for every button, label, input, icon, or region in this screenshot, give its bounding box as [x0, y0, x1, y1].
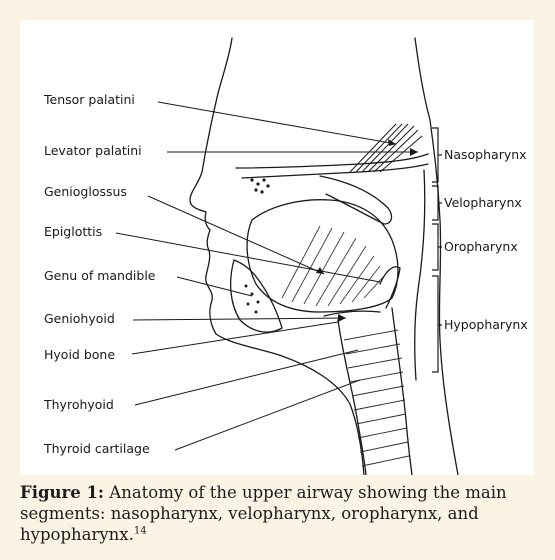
anatomy-illustration: Tensor palatini Levator palatini Geniogl… [20, 20, 534, 475]
label-tensor-palatini: Tensor palatini [43, 92, 135, 107]
label-genu-of-mandible: Genu of mandible [44, 268, 156, 283]
label-oropharynx: Oropharynx [444, 239, 518, 254]
label-thyrohyoid: Thyrohyoid [43, 397, 114, 412]
face-profile [190, 38, 364, 475]
label-epiglottis: Epiglottis [44, 224, 102, 239]
pharynx-wall [415, 170, 425, 380]
label-genioglossus: Genioglossus [44, 184, 127, 199]
label-geniohyoid: Geniohyoid [44, 311, 115, 326]
epiglottis [380, 267, 400, 308]
palatine-muscles [350, 124, 422, 172]
mandible [231, 260, 282, 332]
nasal-cavity-dots [245, 178, 270, 313]
larynx-back [392, 308, 412, 475]
label-hypopharynx: Hypopharynx [444, 317, 528, 332]
label-nasopharynx: Nasopharynx [444, 147, 527, 162]
label-levator-palatini: Levator palatini [44, 143, 142, 158]
label-velopharynx: Velopharynx [444, 195, 522, 210]
figure-caption: Figure 1: Anatomy of the upper airway sh… [20, 482, 540, 545]
caption-label: Figure 1: [20, 483, 104, 502]
caption-reference: 14 [134, 526, 147, 537]
tongue-fibers [282, 226, 384, 306]
label-hyoid-bone: Hyoid bone [44, 347, 115, 362]
upper-airway-diagram: Tensor palatini Levator palatini Geniogl… [20, 20, 534, 475]
label-thyroid-cartilage: Thyroid cartilage [43, 441, 150, 456]
